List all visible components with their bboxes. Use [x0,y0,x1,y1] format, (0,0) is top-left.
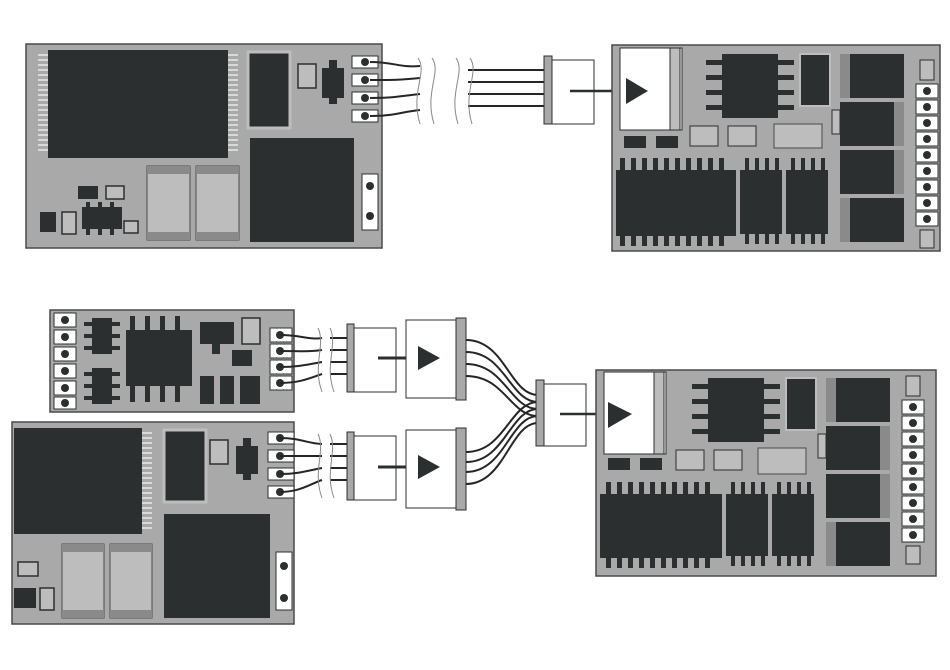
target-module-top [612,45,940,251]
socket-lower [406,428,466,510]
source-module-top [26,44,382,248]
source-module-small [50,310,294,412]
cable-break-icon [417,58,473,124]
target-module-bottom [596,370,936,576]
secondary-chip [250,138,354,242]
source-module-large [12,422,294,624]
y-cable [466,340,538,484]
capacitor [248,52,290,128]
big-chip-target [616,170,736,236]
target-pads [916,60,938,248]
main-chip [48,50,228,158]
cable-top [370,62,545,116]
socket-upper [406,318,466,400]
